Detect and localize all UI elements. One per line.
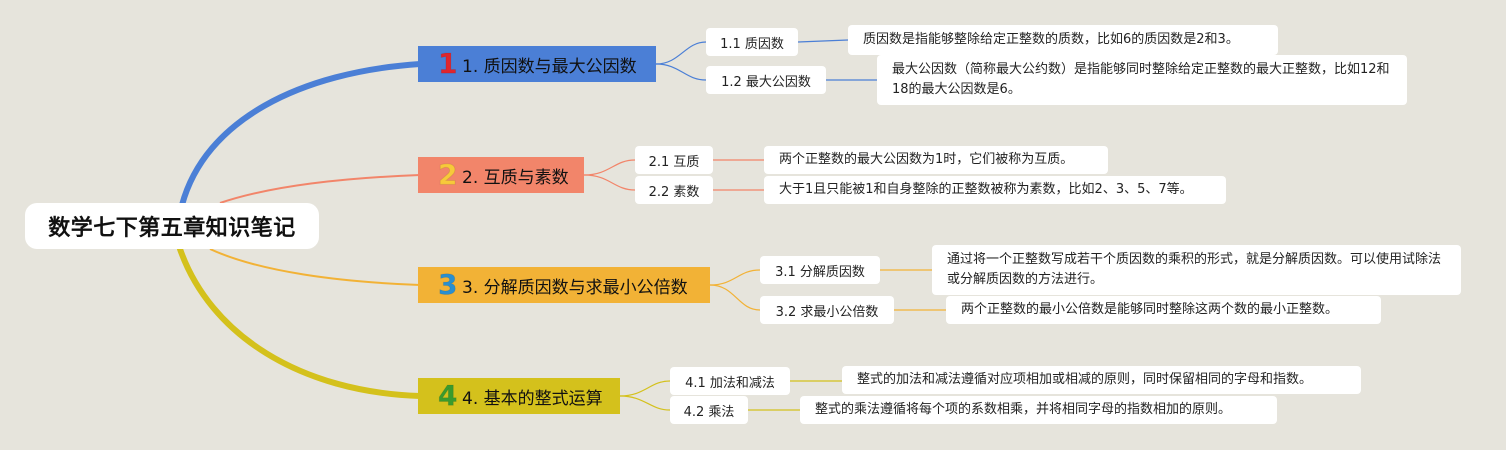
- note-3-2[interactable]: 两个正整数的最小公倍数是能够同时整除这两个数的最小正整数。: [946, 296, 1381, 324]
- subtopic-label: 1.2 最大公因数: [721, 74, 811, 90]
- note-4-2[interactable]: 整式的乘法遵循将每个项的系数相乘，并将相同字母的指数相加的原则。: [800, 396, 1277, 424]
- subtopic-3-1[interactable]: 3.1 分解质因数: [760, 256, 880, 284]
- branch-3[interactable]: 3 3. 分解质因数与求最小公倍数: [418, 267, 710, 303]
- number-1-icon: 1: [437, 47, 458, 81]
- root-title: 数学七下第五章知识笔记: [48, 216, 296, 241]
- subtopic-label: 2.1 互质: [648, 154, 700, 170]
- link-root-branch1: [179, 61, 423, 208]
- note-text: 整式的加法和减法遵循对应项相加或相减的原则，同时保留相同的字母和指数。: [857, 372, 1313, 387]
- note-2-2[interactable]: 大于1且只能被1和自身整除的正整数被称为素数，比如2、3、5、7等。: [764, 176, 1226, 204]
- link-root-branch3: [209, 248, 421, 286]
- link-root-branch4: [177, 246, 423, 399]
- subtopic-label: 4.1 加法和减法: [685, 375, 775, 391]
- subtopic-1-2[interactable]: 1.2 最大公因数: [706, 66, 826, 94]
- subtopic-label: 3.1 分解质因数: [775, 264, 865, 280]
- subtopic-label: 3.2 求最小公倍数: [775, 304, 879, 320]
- branch-1[interactable]: 1 1. 质因数与最大公因数: [418, 46, 656, 82]
- subtopic-2-2[interactable]: 2.2 素数: [635, 176, 713, 204]
- subtopic-4-1[interactable]: 4.1 加法和减法: [670, 367, 790, 395]
- number-4-icon: 4: [437, 379, 458, 413]
- note-text: 两个正整数的最小公倍数是能够同时整除这两个数的最小正整数。: [961, 302, 1339, 317]
- root-topic[interactable]: 数学七下第五章知识笔记: [25, 203, 319, 249]
- subtopic-4-2[interactable]: 4.2 乘法: [670, 396, 748, 424]
- link-root-branch2: [219, 174, 421, 204]
- branch-2-label: 2. 互质与素数: [462, 167, 569, 188]
- subtopic-1-1[interactable]: 1.1 质因数: [706, 28, 798, 56]
- note-2-1[interactable]: 两个正整数的最大公因数为1时，它们被称为互质。: [764, 146, 1108, 174]
- note-text: 通过将一个正整数写成若干个质因数的乘积的形式，就是分解质因数。可以使用试除法或分…: [947, 252, 1442, 287]
- branch-3-label: 3. 分解质因数与求最小公倍数: [462, 277, 688, 298]
- note-text: 最大公因数（简称最大公约数）是指能够同时整除给定正整数的最大正整数，比如12和1…: [892, 62, 1390, 97]
- note-text: 整式的乘法遵循将每个项的系数相乘，并将相同字母的指数相加的原则。: [815, 402, 1232, 417]
- note-3-1[interactable]: 通过将一个正整数写成若干个质因数的乘积的形式，就是分解质因数。可以使用试除法或分…: [932, 245, 1461, 295]
- number-2-icon: 2: [437, 158, 458, 192]
- note-text: 质因数是指能够整除给定正整数的质数，比如6的质因数是2和3。: [863, 32, 1239, 47]
- branch-4-label: 4. 基本的整式运算: [462, 388, 603, 409]
- branch-4[interactable]: 4 4. 基本的整式运算: [418, 378, 620, 414]
- note-1-1[interactable]: 质因数是指能够整除给定正整数的质数，比如6的质因数是2和3。: [848, 25, 1278, 55]
- subtopic-label: 4.2 乘法: [683, 404, 735, 420]
- note-4-1[interactable]: 整式的加法和减法遵循对应项相加或相减的原则，同时保留相同的字母和指数。: [842, 366, 1361, 394]
- number-3-icon: 3: [437, 268, 458, 302]
- subtopic-label: 1.1 质因数: [720, 36, 784, 52]
- note-1-2[interactable]: 最大公因数（简称最大公约数）是指能够同时整除给定正整数的最大正整数，比如12和1…: [877, 55, 1407, 105]
- branch-1-label: 1. 质因数与最大公因数: [462, 56, 637, 77]
- subtopic-2-1[interactable]: 2.1 互质: [635, 146, 713, 174]
- note-text: 两个正整数的最大公因数为1时，它们被称为互质。: [779, 152, 1074, 167]
- branch-2[interactable]: 2 2. 互质与素数: [418, 157, 584, 193]
- note-text: 大于1且只能被1和自身整除的正整数被称为素数，比如2、3、5、7等。: [779, 182, 1193, 197]
- subtopic-3-2[interactable]: 3.2 求最小公倍数: [760, 296, 894, 324]
- subtopic-label: 2.2 素数: [648, 184, 700, 200]
